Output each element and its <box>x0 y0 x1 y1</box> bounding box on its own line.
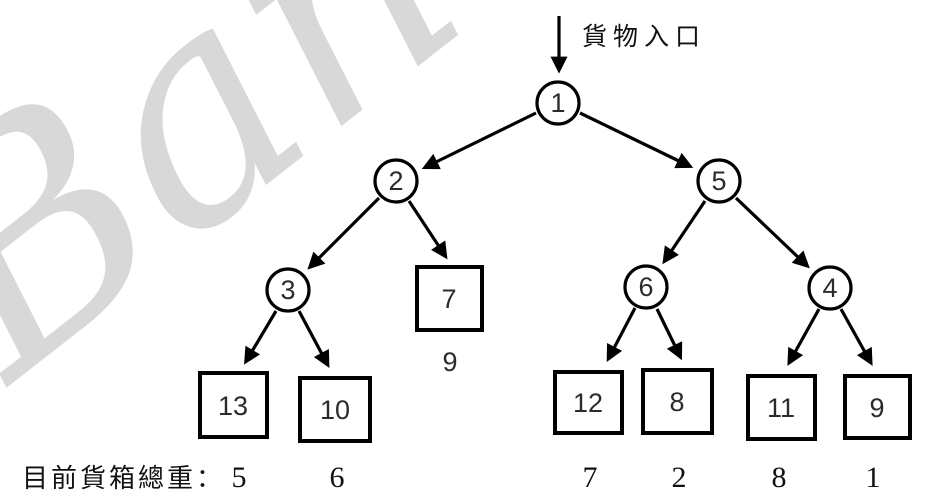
box-7-current-weight: 9 <box>442 347 457 377</box>
node-4-label: 4 <box>822 273 837 303</box>
node-6-label: 6 <box>638 272 653 302</box>
edge-node2-box7 <box>407 200 448 260</box>
total-weight-value-3: 2 <box>672 461 687 494</box>
edge-node2-node3 <box>307 196 381 270</box>
box-10-label: 10 <box>320 395 350 425</box>
box-8-label: 8 <box>669 387 684 417</box>
edge-node5-node4 <box>734 196 810 269</box>
edge-node6-box12 <box>606 307 637 363</box>
box-9-label: 9 <box>869 393 884 423</box>
box-7-rect <box>415 265 484 332</box>
node-5-circle <box>696 158 742 204</box>
edge-node5-node6 <box>662 200 707 265</box>
tree-node-5: 5 <box>696 158 742 204</box>
node-2-circle <box>373 158 419 204</box>
cargo-box-12: 12 <box>553 370 624 435</box>
box-7-label: 7 <box>441 284 456 314</box>
cargo-box-13: 13 <box>198 371 269 439</box>
edge-node1-node2 <box>421 111 537 170</box>
edge-node1-node5 <box>579 111 694 169</box>
box-10-rect <box>298 376 372 443</box>
node-5-label: 5 <box>711 166 726 196</box>
cargo-box-10: 10 <box>298 376 372 443</box>
total-weight-value-5: 1 <box>866 461 881 494</box>
edge-node4-box11 <box>787 308 821 366</box>
box-9-rect <box>843 374 912 440</box>
node-3-label: 3 <box>280 275 295 305</box>
box-12-label: 12 <box>573 388 603 418</box>
edge-node6-box8 <box>655 308 683 361</box>
node-6-circle <box>623 264 669 310</box>
tree-node-4: 4 <box>807 265 853 311</box>
entry-label: 貨物入口 <box>582 23 706 51</box>
node-1-label: 1 <box>550 88 565 118</box>
box-11-rect <box>746 374 817 441</box>
node-1-circle <box>535 80 581 126</box>
box-12-rect <box>553 370 624 435</box>
totals-label: 目前貨箱總重： <box>22 464 225 493</box>
total-weight-value-0: 5 <box>232 461 247 494</box>
cargo-box-7: 7 <box>415 265 484 332</box>
cargo-box-11: 11 <box>746 374 817 441</box>
total-weight-value-2: 7 <box>583 461 598 494</box>
total-weight-value-4: 8 <box>772 461 787 494</box>
edge-node3-box10 <box>297 310 330 368</box>
tree-node-1: 1 <box>535 80 581 126</box>
node-4-circle <box>807 265 853 311</box>
cargo-box-8: 8 <box>641 368 714 435</box>
node-2-label: 2 <box>388 166 403 196</box>
tree-node-6: 6 <box>623 264 669 310</box>
total-weight-value-1: 6 <box>330 461 345 494</box>
box-13-rect <box>198 371 269 439</box>
tree-node-2: 2 <box>373 158 419 204</box>
node-3-circle <box>265 267 311 313</box>
box-8-rect <box>641 368 714 435</box>
box-11-label: 11 <box>767 393 795 423</box>
edge-node4-box9 <box>839 308 873 366</box>
tree-node-3: 3 <box>265 267 311 313</box>
edge-node3-box13 <box>244 310 278 365</box>
cargo-box-9: 9 <box>843 374 912 440</box>
box-13-label: 13 <box>218 391 248 421</box>
